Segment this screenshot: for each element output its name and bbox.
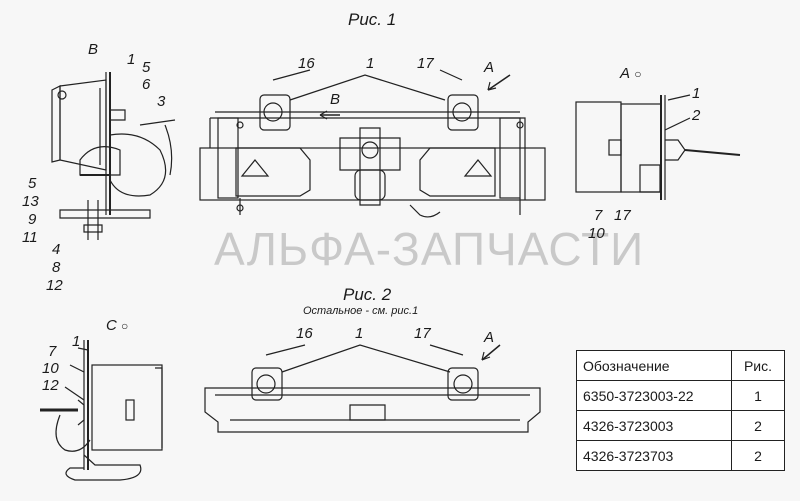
label-b-11: 11 [22, 229, 38, 246]
table-row: 4326-3723003 2 [576, 410, 785, 441]
label-f2-17: 17 [414, 325, 431, 342]
table-header-row: Обозначение Рис. [576, 350, 785, 381]
label-b-1: 1 [127, 51, 136, 68]
label-a-7: 7 [594, 207, 603, 224]
view-c-drawing [40, 340, 163, 481]
label-a-1: 1 [692, 85, 701, 102]
figure2-title: Рис. 2 [343, 285, 392, 304]
f2-arrow-a-label: А [484, 329, 495, 346]
label-a-2: 2 [692, 107, 701, 124]
view-c-title: С ○ [106, 318, 128, 334]
label-b-9: 9 [28, 211, 37, 228]
arrow-a-label: А [484, 59, 495, 76]
table-cell-designation: 4326-3723703 [576, 440, 732, 471]
label-b-4: 4 [52, 241, 61, 258]
view-b-drawing [51, 72, 176, 240]
label-c-12: 12 [42, 377, 59, 394]
label-b-5b: 5 [28, 175, 37, 192]
table-header-designation: Обозначение [576, 350, 732, 381]
label-b-5: 5 [142, 59, 151, 76]
table-row: 6350-3723003-22 1 [576, 380, 785, 411]
view-b-title: В [88, 41, 99, 58]
label-b-6: 6 [142, 76, 151, 93]
table-cell-figure: 2 [731, 440, 785, 471]
table-cell-figure: 2 [731, 410, 785, 441]
designation-table: Обозначение Рис. 6350-3723003-22 1 4326-… [576, 350, 785, 471]
label-a-10: 10 [588, 225, 605, 242]
label-f2-16: 16 [296, 325, 313, 342]
label-b-8: 8 [52, 259, 61, 276]
figure1-title: Рис. 1 [348, 10, 397, 29]
label-b-13: 13 [22, 193, 39, 210]
label-c-7: 7 [48, 343, 57, 360]
label-b-12: 12 [46, 277, 63, 294]
view-c-title-text: С [106, 317, 117, 334]
circle-icon: ○ [121, 319, 129, 333]
view-a-title: А ○ [620, 66, 641, 82]
label-b-3: 3 [157, 93, 166, 110]
figure1-main-drawing [199, 69, 546, 218]
label-c-1: 1 [72, 333, 81, 350]
table-row: 4326-3723703 2 [576, 440, 785, 471]
view-a-title-text: А [620, 65, 631, 82]
arrow-b-label: В [330, 91, 341, 108]
table-header-figure: Рис. [731, 350, 785, 381]
table-cell-designation: 6350-3723003-22 [576, 380, 732, 411]
label-f2-1: 1 [355, 325, 364, 342]
view-a-drawing [575, 94, 741, 200]
label-c-10: 10 [42, 360, 59, 377]
table-cell-figure: 1 [731, 380, 785, 411]
label-f1-1: 1 [366, 55, 375, 72]
figure2-main-drawing [204, 344, 541, 433]
table-cell-designation: 4326-3723003 [576, 410, 732, 441]
label-f1-16: 16 [298, 55, 315, 72]
label-f1-17: 17 [417, 55, 434, 72]
circle-icon: ○ [634, 67, 642, 81]
label-a-17: 17 [614, 207, 631, 224]
figure2-subtitle: Остальное - см. рис.1 [303, 305, 419, 317]
